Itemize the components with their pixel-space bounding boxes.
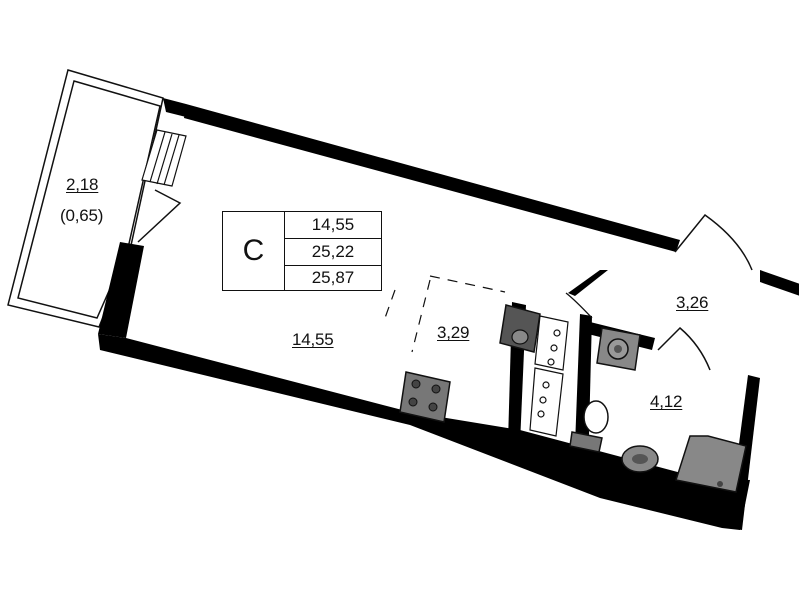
counter (529, 315, 569, 437)
toilet (569, 400, 609, 453)
legend-rows: 14,55 25,22 25,87 (285, 212, 381, 290)
kitchen-sink (499, 304, 541, 353)
legend-living-area: 14,55 (311, 215, 355, 235)
entrance-door (674, 213, 753, 271)
legend-type-letter: С (223, 212, 285, 290)
hall-door (565, 292, 593, 319)
washing-machine (596, 327, 641, 371)
balcony-door (137, 189, 182, 243)
balcony-reduced-area-label: (0,65) (60, 206, 104, 225)
legend-total-with-balcony: 25,87 (285, 264, 381, 291)
area-legend: С 14,55 25,22 25,87 (222, 211, 382, 291)
bathroom-sink (621, 445, 659, 473)
bathroom-door (657, 326, 711, 371)
kitchen-area-label: 3,29 (437, 323, 470, 342)
balcony-area-label: 2,18 (66, 175, 99, 194)
window-left (141, 129, 187, 187)
bathroom-area-label: 4,12 (650, 392, 683, 411)
stove (399, 371, 451, 423)
shower (675, 435, 747, 493)
hall-area-label: 3,26 (676, 293, 709, 312)
balcony (7, 69, 164, 328)
kitchen-zone (384, 275, 506, 353)
living-room-area-label: 14,55 (292, 330, 334, 349)
legend-total-area: 25,22 (285, 238, 381, 264)
